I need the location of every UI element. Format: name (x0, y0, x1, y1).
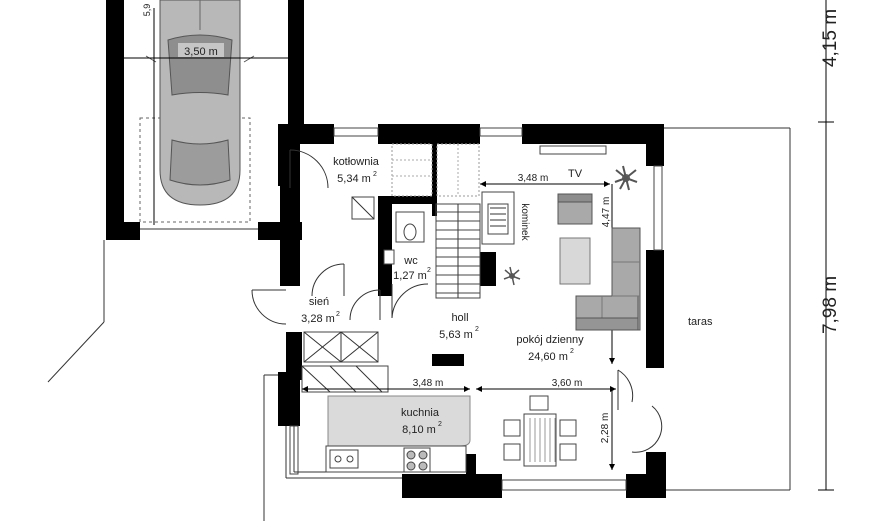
terrace-door-arc (617, 369, 634, 403)
kotlownia-door-arc (289, 149, 329, 189)
kotlownia-name: kotłownia (333, 156, 380, 168)
dining-area: 3,60 m 2,28 m (476, 369, 663, 470)
boiler-icon (351, 196, 375, 220)
living-width-dim-label: 3,48 m (518, 173, 549, 184)
wc-door-arc (391, 283, 429, 319)
window-right-upper (653, 165, 663, 251)
tv-label: TV (568, 168, 583, 180)
toilet-icon (403, 223, 417, 241)
sink-icon (329, 449, 359, 469)
washbasin-icon (383, 249, 395, 265)
pokoj-area-sup: 2 (570, 348, 574, 355)
terrace: taras (664, 127, 791, 491)
wc-room: wc 1,27 m 2 (383, 211, 431, 319)
garage-front-wall-left (106, 222, 140, 240)
right-main-dim-label: 7,98 m (820, 276, 841, 334)
chair (559, 443, 577, 461)
entry-door-arc (251, 289, 287, 325)
kuchnia-area: 8,10 m (402, 424, 436, 436)
plant-icon (503, 266, 521, 286)
kotlownia-area-sup: 2 (373, 171, 377, 178)
sien-inner-door-arc (311, 263, 345, 297)
living-depth-dim-label: 4,47 m (601, 197, 612, 228)
fireplace-icon (481, 191, 515, 245)
garage: 3,50 m 5,9 (106, 0, 304, 240)
corner-sofa (575, 227, 641, 331)
car-icon (145, 0, 255, 206)
chair (503, 419, 521, 437)
kuchnia-area-sup: 2 (438, 421, 442, 428)
pokoj-area: 24,60 m (528, 351, 568, 363)
garage-depth-label: 5,9 (142, 4, 152, 17)
chair (529, 395, 549, 411)
stairs-upper (391, 143, 480, 197)
sien-name: sień (309, 296, 329, 308)
kitchen-upper-cabinets (301, 365, 389, 393)
stairs-main (435, 203, 481, 299)
living-room: 3,48 m TV 4,47 m kominek (480, 145, 641, 364)
sien-room: sień 3,28 m 2 (251, 263, 381, 363)
sien-area: 3,28 m (301, 313, 335, 325)
fireplace-label: kominek (519, 203, 530, 241)
terrace-label: taras (688, 316, 713, 328)
window-dining (501, 479, 627, 491)
chair (503, 443, 521, 461)
window-kotlownia (333, 127, 379, 137)
dining-width-dim-label: 3,60 m (552, 378, 583, 389)
chair (559, 419, 577, 437)
wc-area: 1,27 m (393, 270, 427, 282)
garage-right-wall (288, 0, 304, 140)
pokoj-name: pokój dzienny (516, 334, 584, 346)
garage-width-label: 3,50 m (184, 46, 218, 58)
kuchnia-name: kuchnia (401, 407, 440, 419)
kitchen-room: 3,48 m kuchnia 8,10 m 2 (301, 365, 471, 473)
window-stairs (479, 127, 523, 137)
coffee-table (559, 237, 591, 285)
wc-name: wc (403, 255, 418, 267)
dining-depth-dim-label: 2,28 m (600, 413, 611, 444)
garage-left-wall (106, 0, 124, 240)
kitchen-width-dim-label: 3,48 m (413, 378, 444, 389)
driveway-diagonal (47, 321, 105, 383)
right-top-dim-label: 4,15 m (820, 9, 841, 67)
tv-cabinet (539, 145, 607, 155)
right-dimensions: 4,15 m 7,98 m (818, 0, 841, 491)
holl-room: holl 5,63 m 2 (439, 312, 479, 341)
kitchen-island (327, 395, 471, 447)
plant-icon (614, 165, 638, 191)
kotlownia-room: kotłownia 5,34 m 2 (289, 149, 380, 220)
house-walls (278, 124, 666, 498)
holl-area: 5,63 m (439, 329, 473, 341)
holl-area-sup: 2 (475, 326, 479, 333)
kotlownia-area: 5,34 m (337, 173, 371, 185)
sien-area-sup: 2 (336, 311, 340, 318)
wc-area-sup: 2 (427, 267, 431, 274)
garage-width-label-bg (178, 43, 224, 57)
holl-name: holl (451, 312, 468, 324)
